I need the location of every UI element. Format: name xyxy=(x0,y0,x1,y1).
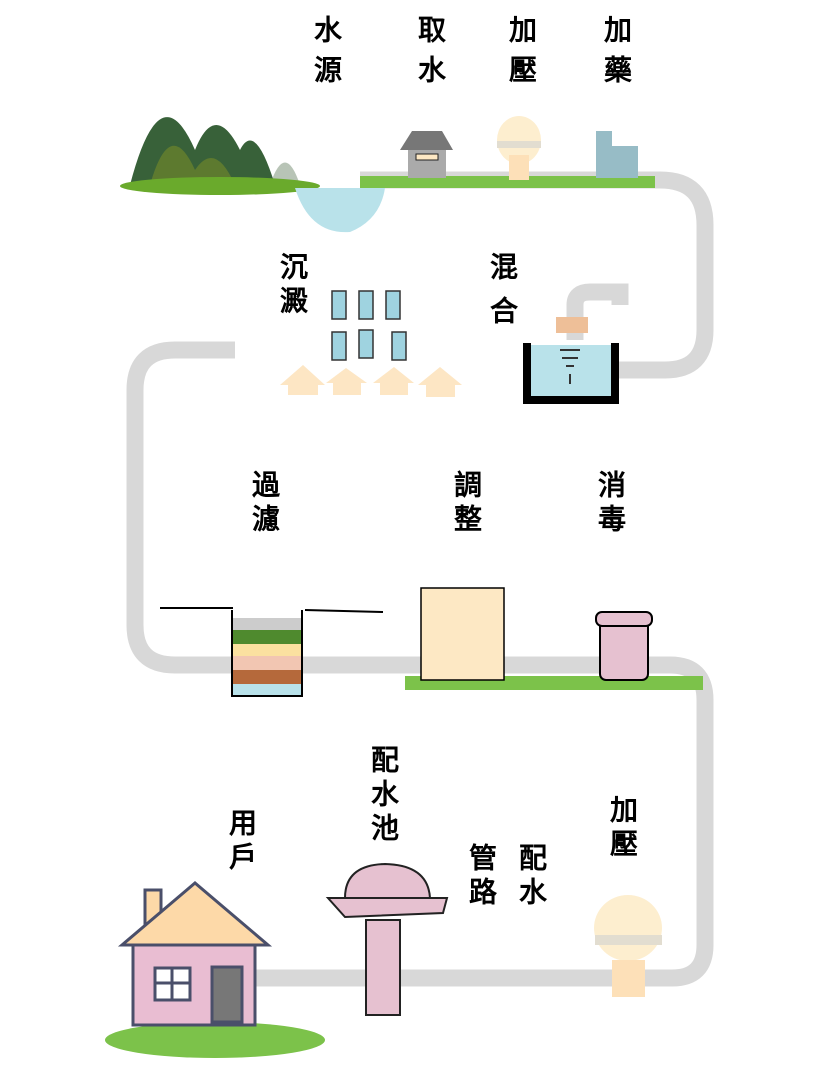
label-disinfection: 消毒 xyxy=(594,470,627,538)
reservoir-tower-icon xyxy=(325,862,449,1016)
label-distribution-col1: 配水 xyxy=(515,843,548,911)
label-adjustment: 調整 xyxy=(450,470,483,538)
grass-top xyxy=(360,176,655,188)
label-user: 用戶 xyxy=(225,808,258,876)
label-pressurize-1: 加壓 xyxy=(505,15,538,95)
filter-layers-icon xyxy=(160,607,384,697)
mixing-tank-icon xyxy=(523,317,619,404)
pressure-tower-2-icon xyxy=(594,895,662,997)
label-sedimentation: 沉澱 xyxy=(276,252,309,320)
label-water-source: 水源 xyxy=(310,15,343,95)
grass-house xyxy=(105,1022,325,1058)
adjustment-tank-icon xyxy=(420,587,505,681)
sedimentation-tanks-icon xyxy=(331,290,407,361)
label-mixing: 混合 xyxy=(486,252,519,340)
sediment-huts-icon xyxy=(280,365,462,397)
pipe-mixer-hook xyxy=(566,283,629,340)
intake-building-icon xyxy=(400,131,453,178)
mountain-icon xyxy=(120,117,385,233)
pipe-top xyxy=(360,171,714,379)
pressure-tower-icon xyxy=(497,116,541,180)
pipeline xyxy=(126,171,714,987)
label-pressurize-2: 加壓 xyxy=(606,795,639,863)
pipe-middle xyxy=(126,341,714,987)
label-reservoir: 配水池 xyxy=(367,745,400,847)
house-icon xyxy=(117,881,273,1027)
label-distribution-col2: 管路 xyxy=(465,843,498,911)
dosing-building-icon xyxy=(596,131,638,178)
disinfection-tank-icon xyxy=(595,611,653,681)
label-intake: 取水 xyxy=(414,15,447,95)
label-filtration: 過濾 xyxy=(248,470,281,538)
label-dosing: 加藥 xyxy=(600,15,633,95)
